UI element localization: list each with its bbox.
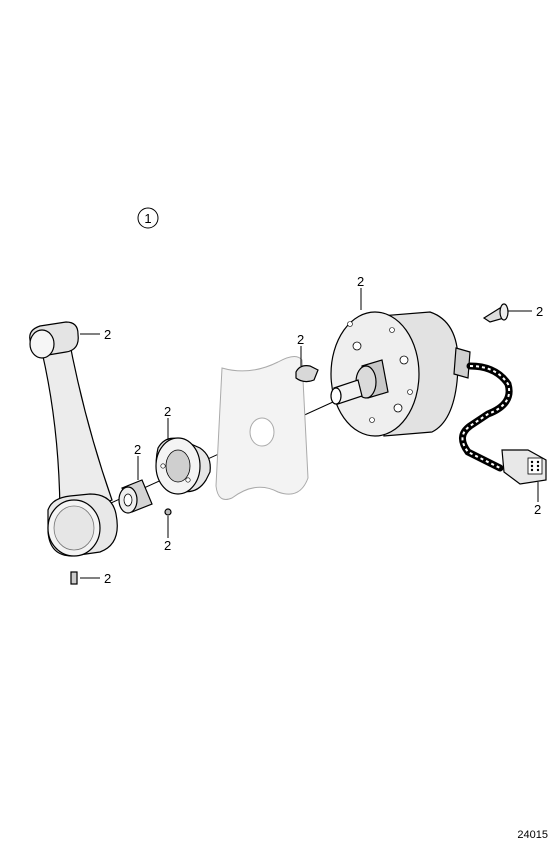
label-flange-plate: 2	[164, 404, 171, 419]
control-housing-part	[330, 311, 547, 485]
label-hub-pin: 2	[164, 538, 171, 553]
splined-hub-part	[118, 479, 172, 516]
flange-plate-part	[155, 437, 211, 495]
callout-group: 1	[137, 207, 159, 229]
mounting-bolt-part	[482, 303, 509, 323]
callout-circle	[137, 207, 159, 229]
label-lever-screw: 2	[104, 571, 111, 586]
control-lever	[29, 321, 118, 585]
label-control-housing: 2	[357, 274, 364, 289]
shaft-key-part	[295, 365, 319, 383]
mounting-panel	[215, 356, 309, 500]
figure-number: 24015	[517, 829, 548, 841]
label-shaft-key: 2	[297, 332, 304, 347]
label-mounting-bolt: 2	[536, 304, 543, 319]
label-connector: 2	[534, 502, 541, 517]
callout-number: 1	[144, 211, 151, 226]
label-splined-hub: 2	[134, 442, 141, 457]
label-lever-knob: 2	[104, 327, 111, 342]
